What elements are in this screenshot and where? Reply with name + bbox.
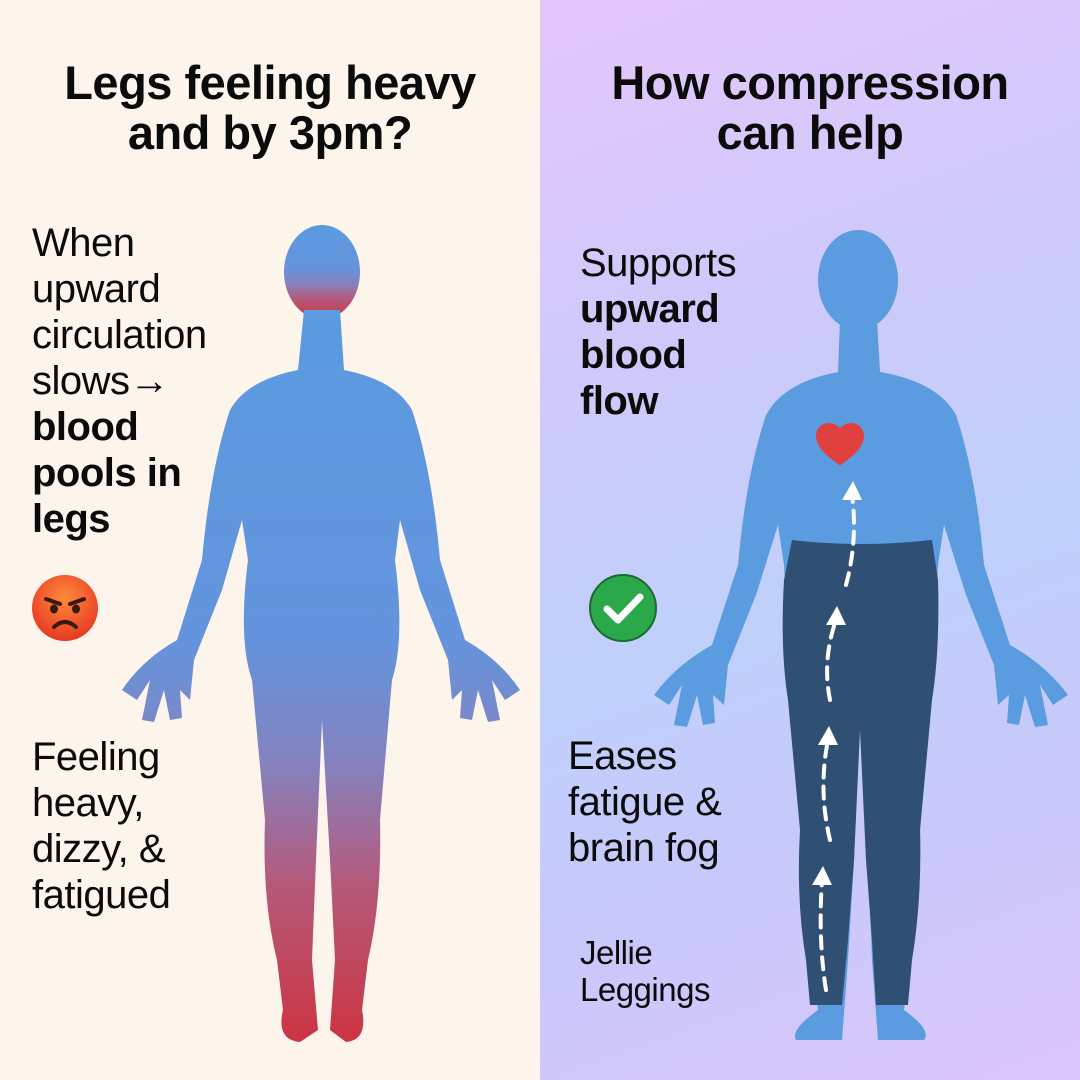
- right-title: How compression can help: [560, 58, 1060, 158]
- left-silhouette: [122, 225, 520, 1042]
- brand-text: Jellie Leggings: [580, 934, 710, 1008]
- benefit-bold1: upward: [580, 287, 720, 331]
- left-title: Legs feeling heavy and by 3pm?: [20, 58, 520, 158]
- cause-bold3: legs: [32, 497, 111, 541]
- check-mark-icon: [589, 574, 657, 642]
- ease-text: Eases fatigue & brain fog: [568, 733, 722, 871]
- angry-face-icon: [32, 575, 98, 641]
- right-panel: How compression can help Supports upward: [540, 0, 1080, 1080]
- cause-line1: When: [32, 221, 135, 265]
- benefit-line1: Supports: [580, 241, 737, 285]
- right-body-figure: [654, 230, 1068, 1040]
- ease-line1: Eases: [568, 734, 677, 778]
- benefit-bold3: flow: [580, 379, 658, 423]
- cause-bold1: blood: [32, 405, 139, 449]
- left-title-line2: and by 3pm?: [127, 106, 413, 159]
- right-title-line1: How compression: [611, 56, 1009, 109]
- cause-text: When upward circulation slows→ blood poo…: [32, 220, 207, 542]
- right-title-line2: can help: [716, 106, 904, 159]
- symptom-line4: fatigued: [32, 873, 171, 917]
- heart-icon: [816, 422, 864, 466]
- ease-line3: brain fog: [568, 826, 720, 870]
- brand-line1: Jellie: [580, 934, 653, 971]
- symptom-line1: Feeling: [32, 735, 160, 779]
- brand-line2: Leggings: [580, 971, 710, 1008]
- left-body-figure: [122, 225, 520, 1042]
- symptom-line2: heavy,: [32, 781, 144, 825]
- benefit-text: Supports upward blood flow: [580, 240, 737, 424]
- benefit-bold2: blood: [580, 333, 687, 377]
- left-title-line1: Legs feeling heavy: [64, 56, 476, 109]
- cause-line2: upward: [32, 267, 161, 311]
- cause-line4: slows→: [32, 359, 170, 403]
- ease-line2: fatigue &: [568, 780, 722, 824]
- cause-bold2: pools in: [32, 451, 182, 495]
- symptom-text: Feeling heavy, dizzy, & fatigued: [32, 734, 171, 918]
- cause-line3: circulation: [32, 313, 207, 357]
- symptom-line3: dizzy, &: [32, 827, 166, 871]
- leggings-shape: [782, 540, 939, 1005]
- flow-arrowheads: [812, 481, 862, 885]
- left-panel: Legs feeling heavy and by 3pm? When upwa…: [0, 0, 540, 1080]
- flow-arrows: [818, 493, 856, 992]
